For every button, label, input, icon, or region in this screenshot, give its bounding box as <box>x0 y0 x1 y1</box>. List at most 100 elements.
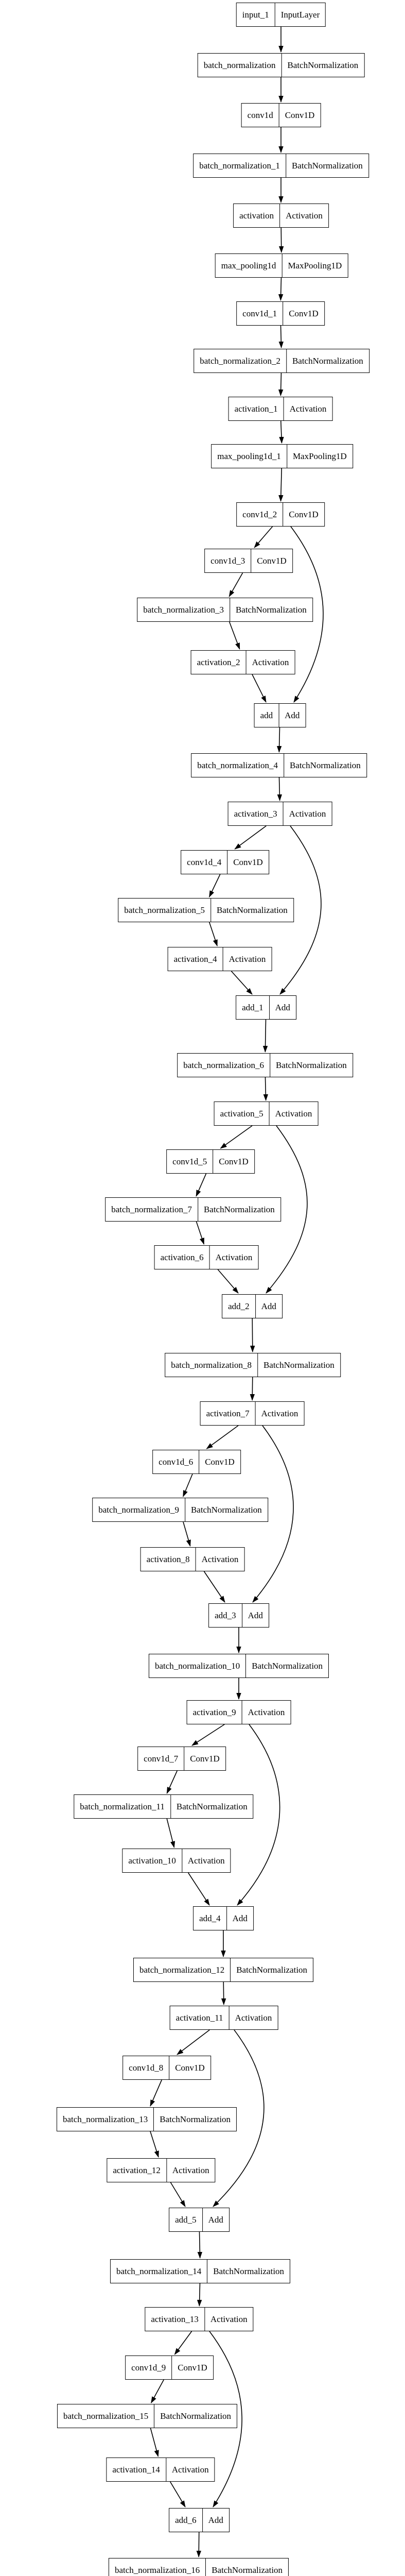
layer-name: activation_1 <box>234 404 278 414</box>
layer-name: conv1d_9 <box>131 2363 166 2372</box>
layer-type: Activation <box>228 2006 278 2029</box>
edge-activation_12-to-add_5 <box>170 2182 186 2207</box>
edge-activation_9-to-add_4-skip <box>237 1724 280 1906</box>
layer-name: batch_normalization_5 <box>124 905 205 915</box>
edge-batch_normalization_5-to-activation_4 <box>208 922 218 946</box>
layer-type: Add <box>226 1907 253 1930</box>
layer-name: batch_normalization_16 <box>114 2565 200 2575</box>
layer-type: Conv1D <box>171 2356 213 2379</box>
layer-type: BatchNormalization <box>230 1958 313 1981</box>
edge-add_2-to-batch_normalization_8 <box>250 1318 255 1352</box>
layer-name: batch_normalization_14 <box>116 2266 202 2276</box>
edge-batch_normalization_15-to-activation_14 <box>150 2428 159 2457</box>
edge-max_pooling1d_1-to-conv1d_2 <box>278 468 284 502</box>
layer-type: BatchNormalization <box>154 2404 237 2428</box>
layer-type: Activation <box>204 2308 253 2331</box>
edge-activation_7-to-add_3-skip <box>252 1425 294 1603</box>
edge-conv1d_9-to-batch_normalization_15 <box>151 2379 164 2403</box>
layer-name: conv1d_6 <box>159 1457 193 1467</box>
layer-type: Conv1D <box>251 549 292 572</box>
edge-conv1d_6-to-batch_normalization_9 <box>183 1473 193 1497</box>
layer-name: activation_10 <box>128 1856 176 1866</box>
edge-activation_9-to-conv1d_7 <box>191 1724 225 1746</box>
layer-node-batch_normalization_10: batch_normalization_10 BatchNormalization <box>148 1654 329 1678</box>
layer-type: InputLayer <box>274 3 326 26</box>
layer-node-batch_normalization_5: batch_normalization_5 BatchNormalization <box>118 898 294 922</box>
layer-name: add_4 <box>199 1913 221 1923</box>
layer-type: BatchNormalization <box>286 349 369 372</box>
layer-type: BatchNormalization <box>153 2108 236 2131</box>
layer-type: Add <box>202 2208 229 2231</box>
layer-type: Activation <box>181 1849 231 1872</box>
layer-type: BatchNormalization <box>184 1498 268 1521</box>
layer-name: batch_normalization_15 <box>63 2411 149 2421</box>
edge-activation_10-to-add_4 <box>188 1872 210 1906</box>
edge-activation_8-to-add_3 <box>203 1571 225 1603</box>
layer-name: batch_normalization_10 <box>154 1661 240 1671</box>
layer-name: conv1d_8 <box>129 2063 164 2073</box>
layer-name: batch_normalization_2 <box>200 356 280 366</box>
layer-type: BatchNormalization <box>210 899 293 922</box>
layer-type: Conv1D <box>213 1150 254 1173</box>
layer-type: BatchNormalization <box>229 598 312 621</box>
layer-name: add <box>260 710 273 720</box>
layer-name: batch_normalization_1 <box>199 161 280 171</box>
edge-activation_13-to-conv1d_9 <box>174 2331 192 2355</box>
layer-type: BatchNormalization <box>283 754 366 777</box>
edge-batch_normalization_3-to-activation_2 <box>229 621 240 650</box>
layer-name: add_1 <box>242 1003 263 1012</box>
layer-name: batch_normalization_12 <box>139 1965 225 1975</box>
edge-batch_normalization_13-to-activation_12 <box>150 2131 159 2158</box>
layer-type: Conv1D <box>184 1747 225 1770</box>
layer-type: BatchNormalization <box>245 1654 328 1677</box>
edge-activation_7-to-conv1d_6 <box>206 1425 239 1449</box>
layer-type: BatchNormalization <box>257 1353 340 1377</box>
layer-name: batch_normalization_11 <box>80 1802 165 1811</box>
layer-name: activation_9 <box>192 1707 236 1717</box>
edge-conv1d_2-to-conv1d_3 <box>254 526 273 548</box>
layer-node-conv1d_9: conv1d_9 Conv1D <box>125 2355 214 2380</box>
layer-type: BatchNormalization <box>207 2260 290 2283</box>
layer-node-input_1: input_1 InputLayer <box>236 3 326 27</box>
edge-activation_3-to-add_1-skip <box>279 825 322 995</box>
layer-name: add_3 <box>215 1611 236 1620</box>
layer-name: conv1d_3 <box>210 556 245 566</box>
layer-type: Activation <box>166 2159 215 2182</box>
layer-type: Conv1D <box>283 503 324 526</box>
edge-activation_13-to-add_6-skip <box>209 2331 242 2507</box>
layer-node-activation_10: activation_10 Activation <box>122 1849 231 1873</box>
edge-batch_normalization_12-to-activation_11 <box>221 1981 226 2005</box>
edge-batch_normalization_8-to-activation_7 <box>250 1377 255 1401</box>
edge-activation_11-to-add_5-skip <box>213 2029 265 2207</box>
layer-name: batch_normalization <box>203 60 276 70</box>
layer-name: batch_normalization_7 <box>111 1205 192 1214</box>
edge-activation_11-to-conv1d_8 <box>177 2029 210 2055</box>
layer-name: input_1 <box>242 10 269 20</box>
layer-type: Conv1D <box>199 1450 240 1473</box>
layer-name: activation_5 <box>220 1109 263 1118</box>
layer-name: activation_4 <box>173 954 217 964</box>
edge-conv1d_4-to-batch_normalization_5 <box>208 874 221 897</box>
layer-type: Conv1D <box>283 302 324 325</box>
layer-type: Activation <box>255 1402 304 1425</box>
layer-type: Activation <box>245 651 295 674</box>
layer-name: activation_11 <box>175 2013 223 2023</box>
